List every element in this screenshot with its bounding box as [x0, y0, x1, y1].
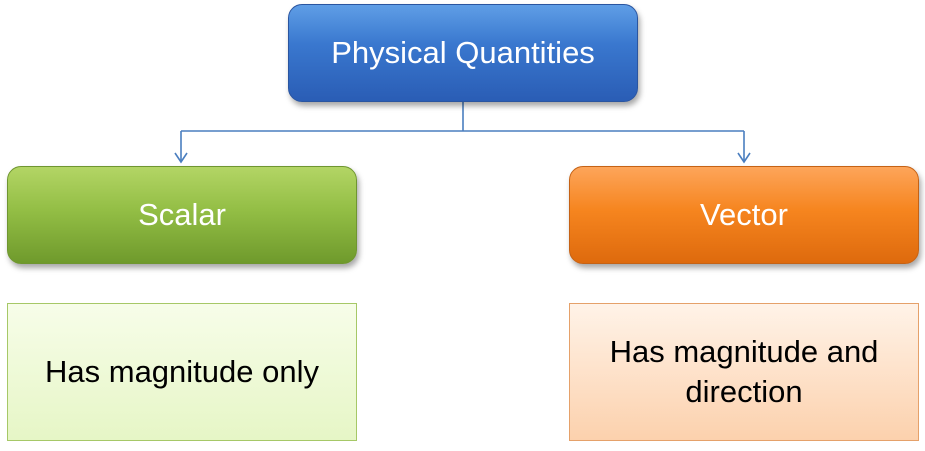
scalar-node-label: Scalar	[138, 197, 226, 232]
vector-description-text: Has magnitude and direction	[609, 333, 879, 409]
vector-description-box: Has magnitude and direction	[569, 303, 919, 441]
scalar-description-text: Has magnitude only	[45, 353, 319, 389]
right-arrowhead	[737, 152, 751, 164]
vector-node-label: Vector	[700, 197, 788, 232]
root-node-label: Physical Quantities	[331, 35, 595, 70]
child-node-vector: Vector	[569, 166, 919, 264]
scalar-description-box: Has magnitude only	[7, 303, 357, 441]
child-node-scalar: Scalar	[7, 166, 357, 264]
left-arrowhead	[174, 152, 188, 164]
root-node-physical-quantities: Physical Quantities	[288, 4, 638, 102]
